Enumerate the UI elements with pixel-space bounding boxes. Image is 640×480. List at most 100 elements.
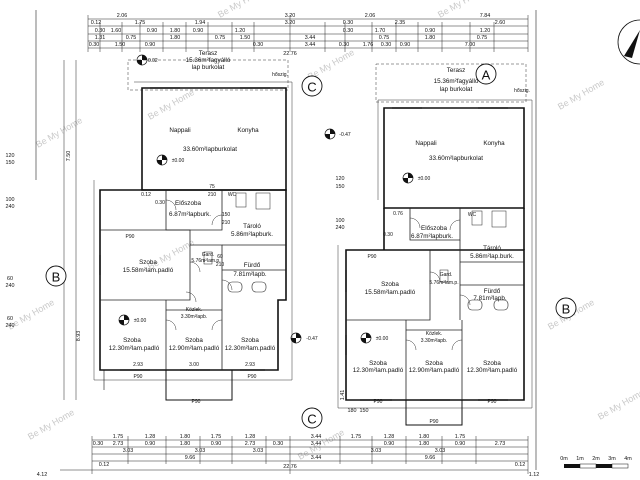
room-name-nappali: Nappali bbox=[169, 127, 190, 134]
room-name-eloszoba: Előszoba bbox=[421, 225, 447, 232]
elevation-label: -0.02 bbox=[146, 58, 158, 64]
dim-label: 0.12 bbox=[141, 192, 151, 198]
label-hoszig: hőszig. bbox=[514, 88, 530, 94]
dim-label: 3.00 bbox=[189, 362, 199, 368]
right-unit: Terasz 15.36m²fagyálló lap burkolat Napp… bbox=[337, 63, 533, 426]
dim-label: 3.44 bbox=[305, 35, 316, 41]
dim-label: 0.30 bbox=[89, 42, 100, 48]
room-name-furdo: Fürdő bbox=[244, 262, 261, 269]
room-floor-terasz: lap burkolat bbox=[192, 64, 225, 71]
dim-label: 150 bbox=[360, 408, 369, 414]
dim-label: 1.31 bbox=[95, 35, 106, 41]
section-marker-c-top: C bbox=[307, 80, 316, 95]
dim-label: 1.80 bbox=[170, 35, 181, 41]
dim-label: 0.30 bbox=[383, 232, 393, 238]
dim-label: 240 bbox=[6, 204, 15, 210]
room-area-living: 33.60m²lapburkolat bbox=[429, 155, 483, 162]
dim-label: 8.93 bbox=[76, 331, 82, 342]
dim-label: 0.90 bbox=[384, 441, 395, 447]
scale-label: 3m bbox=[608, 456, 616, 462]
dim-label: 1.20 bbox=[235, 28, 246, 34]
room-name-szoba2: Szoba bbox=[123, 337, 141, 344]
room-name-terasz: Terasz bbox=[199, 50, 218, 57]
dim-label: 3.03 bbox=[253, 448, 264, 454]
dim-label: 1.60 bbox=[111, 28, 122, 34]
dim-label: 0.75 bbox=[379, 35, 390, 41]
room-area-szoba3: 12.90m²lam.padló bbox=[409, 367, 460, 374]
room-name-tarolo: Tároló bbox=[483, 245, 501, 252]
dim-label: 60 bbox=[7, 276, 13, 282]
dim-label: 240 bbox=[6, 323, 15, 329]
dim-label: 0.75 bbox=[477, 35, 488, 41]
room-name-tarolo: Tároló bbox=[243, 223, 261, 230]
section-markers: A B B C C bbox=[45, 63, 577, 429]
room-area-eloszoba: 6.87m²lapburk. bbox=[411, 233, 453, 240]
label-p90: P90 bbox=[126, 234, 135, 240]
dim-label: 1.28 bbox=[245, 434, 256, 440]
dim-label: 1.75 bbox=[455, 434, 466, 440]
dim-label: 7.50 bbox=[66, 151, 72, 162]
dim-label: 120 bbox=[336, 176, 345, 182]
dim-label: 0.30 bbox=[155, 200, 165, 206]
dim-label: 0.30 bbox=[339, 42, 350, 48]
room-name-szoba3: Szoba bbox=[425, 360, 443, 367]
room-floor-terasz: lap burkolat bbox=[440, 86, 473, 93]
label-p90: P90 bbox=[368, 254, 377, 260]
dim-label: 1.28 bbox=[384, 434, 395, 440]
label-hoszig: hőszig. bbox=[272, 72, 288, 78]
room-name-szoba2: Szoba bbox=[369, 360, 387, 367]
dim-label: 1.80 bbox=[170, 28, 181, 34]
dim-label: 2.93 bbox=[133, 362, 143, 368]
section-marker-b-right: B bbox=[562, 302, 571, 317]
dim-label: 2.93 bbox=[245, 362, 255, 368]
dim-label: 1.75 bbox=[211, 434, 222, 440]
left-dimension-chain: 120 150 100 240 60 240 60 240 7.50 8.93 bbox=[6, 60, 82, 400]
dim-label: 2.73 bbox=[495, 441, 506, 447]
dim-label: 60 bbox=[217, 254, 223, 260]
section-marker-c-bottom: C bbox=[307, 412, 316, 427]
dim-label: 3.03 bbox=[435, 448, 446, 454]
scale-bar: 0m 1m 2m 3m 4m bbox=[560, 456, 632, 469]
elevation-label: -0.47 bbox=[339, 132, 351, 138]
bottom-dimension-chains: 1.75 1.28 1.80 1.75 1.28 3.44 1.75 1.28 … bbox=[37, 434, 540, 478]
dim-label: 0.90 bbox=[145, 42, 156, 48]
dim-label: 0.75 bbox=[126, 35, 137, 41]
room-name-konyha: Konyha bbox=[483, 140, 505, 147]
label-p90: P90 bbox=[488, 399, 497, 405]
mid-dimension-chain: 120 150 100 240 1.41 180 150 bbox=[336, 176, 369, 414]
dim-label: 0.30 bbox=[95, 28, 106, 34]
dim-label: 0.30 bbox=[343, 20, 354, 26]
dim-top-3: 2.06 bbox=[365, 13, 376, 19]
label-p90: P90 bbox=[430, 419, 439, 425]
dim-label: 1.75 bbox=[113, 434, 124, 440]
dim-label: 1.75 bbox=[135, 20, 146, 26]
dim-label: 60 bbox=[7, 316, 13, 322]
dim-label: 2.35 bbox=[395, 20, 406, 26]
dim-label: 1.28 bbox=[145, 434, 156, 440]
room-area-living: 33.60m²lapburkolat bbox=[183, 146, 237, 153]
dim-label: 1.20 bbox=[480, 28, 491, 34]
elevation-label: ±0.00 bbox=[134, 318, 147, 324]
dim-label: 240 bbox=[336, 225, 345, 231]
room-area-szoba3: 12.90m²lam.padló bbox=[169, 345, 220, 352]
level-marker-icon bbox=[324, 128, 336, 140]
dim-label: 0.90 bbox=[425, 28, 436, 34]
dim-label: 1.41 bbox=[340, 390, 346, 401]
dim-label: 150 bbox=[336, 184, 345, 190]
dim-label: 0.30 bbox=[253, 42, 264, 48]
dim-label: 9.66 bbox=[425, 455, 436, 461]
dim-label: 0.30 bbox=[273, 441, 284, 447]
dim-label: 0.30 bbox=[93, 441, 104, 447]
dim-label: 3.44 bbox=[311, 441, 322, 447]
dim-label: 0.12 bbox=[99, 462, 110, 468]
room-area-kozlek: 3.30m²lapb. bbox=[421, 338, 447, 344]
room-area-eloszoba: 6.87m²lapburk. bbox=[169, 211, 211, 218]
dim-label: 100 bbox=[6, 197, 15, 203]
room-name-szoba1: Szoba bbox=[139, 259, 157, 266]
dim-label: 1.80 bbox=[180, 434, 191, 440]
room-area-szoba4: 12.30m²lam.padló bbox=[467, 367, 518, 374]
dim-label: 4.12 bbox=[37, 472, 48, 478]
room-area-szoba1: 15.58m²lam.padló bbox=[123, 267, 174, 274]
label-p90: P90 bbox=[192, 399, 201, 405]
dim-label: 3.44 bbox=[311, 434, 322, 440]
